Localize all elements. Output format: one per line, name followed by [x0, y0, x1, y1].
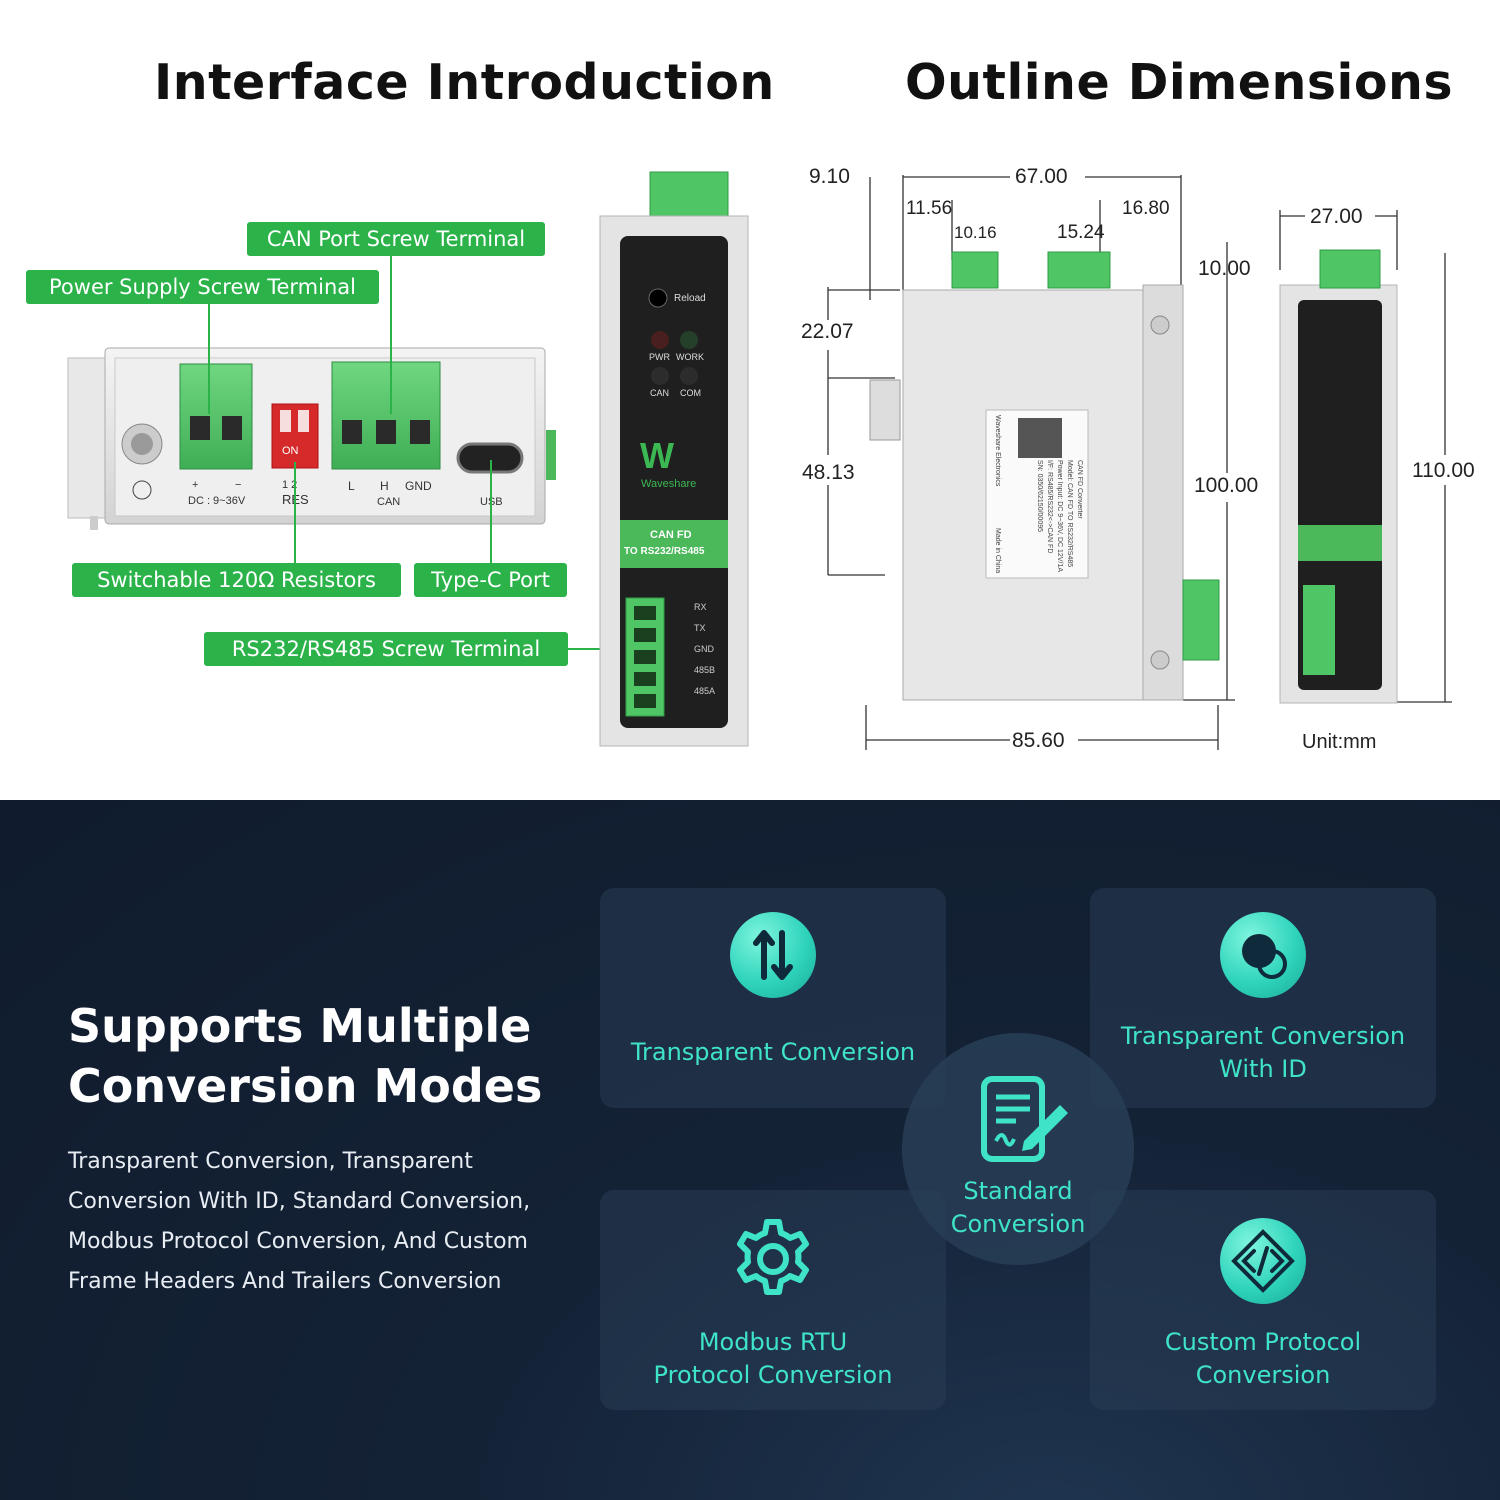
front-can-label: CAN [650, 388, 669, 398]
waveshare-logo: W [640, 435, 674, 476]
dim-27-00: 27.00 [1310, 205, 1363, 228]
interface-title: Interface Introduction [154, 54, 775, 111]
can-terminal [331, 361, 441, 470]
can-h-label: H [380, 479, 389, 493]
device-side-view: ON + − DC : 9~36V 1 2 RES L H GND CAN US… [67, 347, 556, 530]
callout-type-c: Type-C Port [414, 563, 567, 597]
mode-card-modbus: Modbus RTU Protocol Conversion [600, 1190, 946, 1410]
dim-67-00: 67.00 [1015, 165, 1068, 188]
callout-rs-terminal: RS232/RS485 Screw Terminal [204, 632, 568, 666]
dim-9-10: 9.10 [809, 165, 850, 188]
card-transparent-id-line2: With ID [1219, 1055, 1307, 1083]
svg-text:CAN FD Converter: CAN FD Converter [1076, 460, 1083, 519]
dim-10-00: 10.00 [1198, 257, 1251, 280]
can-l-label: L [348, 479, 355, 493]
front-work-label: WORK [676, 352, 704, 362]
code-icon [1220, 1218, 1306, 1304]
dim-22-07: 22.07 [801, 320, 854, 343]
callout-power-supply: Power Supply Screw Terminal [26, 270, 379, 304]
document-signature-icon [974, 1071, 1074, 1171]
mode-card-custom: Custom Protocol Conversion [1090, 1190, 1436, 1410]
front-model-line2: TO RS232/RS485 [624, 546, 705, 557]
front-485a-label: 485A [694, 686, 715, 696]
dim-48-13: 48.13 [802, 461, 855, 484]
front-reload-label: Reload [674, 293, 706, 304]
product-label-text: CAN FD Converter Model: CAN FD TO RS232/… [994, 415, 1083, 573]
card-modbus-line1: Modbus RTU [698, 1328, 848, 1356]
outline-drawing: CAN FD Converter Model: CAN FD TO RS232/… [827, 175, 1452, 750]
svg-text:Power Input: DC 9~36V, DC 12V/: Power Input: DC 9~36V, DC 12V/1A [1056, 460, 1063, 572]
front-485b-label: 485B [694, 665, 715, 675]
top-section: Interface Introduction Outline Dimension… [26, 54, 1475, 753]
dc-voltage-label: DC : 9~36V [188, 495, 246, 507]
leader-can [390, 256, 392, 414]
transparent-arrows-icon [730, 912, 816, 998]
leader-usb [490, 460, 492, 563]
dim-16-80: 16.80 [1122, 198, 1170, 219]
dim-110-00: 110.00 [1412, 459, 1475, 482]
front-tx-label: TX [694, 623, 706, 633]
res-numbers: 1 2 [282, 479, 297, 491]
card-custom-line2: Conversion [1195, 1361, 1331, 1389]
front-model-line1: CAN FD [650, 529, 692, 541]
svg-text:SN: 0350/62150/00095: SN: 0350/62150/00095 [1036, 460, 1043, 532]
card-custom-line1: Custom Protocol [1164, 1328, 1362, 1356]
dip-switch [271, 403, 319, 469]
svg-text:I/F: RS485/RS232<->CAN FD: I/F: RS485/RS232<->CAN FD [1046, 460, 1053, 553]
dc-minus: − [235, 479, 241, 491]
dc-plus: + [192, 479, 198, 491]
front-pwr-label: PWR [649, 352, 670, 362]
dim-15-24: 15.24 [1057, 222, 1105, 243]
can-label: CAN [377, 496, 400, 508]
dim-10-16: 10.16 [954, 223, 997, 242]
gear-icon [728, 1214, 818, 1304]
front-brand-label: Waveshare [641, 478, 696, 490]
leader-res [294, 462, 296, 563]
callout-resistors: Switchable 120Ω Resistors [72, 563, 401, 597]
card-modbus-line2: Protocol Conversion [653, 1361, 893, 1389]
device-front-view: Reload PWR WORK CAN COM W Waveshare CAN … [599, 171, 749, 747]
card-transparent-id-line1: Transparent Conversion [1120, 1022, 1406, 1050]
modes-title: Supports Multiple Conversion Modes [68, 996, 542, 1116]
svg-text:Waveshare Electronics: Waveshare Electronics [994, 415, 1001, 487]
dim-11-56: 11.56 [906, 198, 953, 219]
modes-description: Transparent Conversion, Transparent Conv… [68, 1149, 531, 1294]
card-standard-line1: Standard [963, 1177, 1073, 1205]
dip-on-label: ON [282, 445, 299, 457]
mode-card-transparent-id: Transparent Conversion With ID [1090, 888, 1436, 1108]
callout-can-port: CAN Port Screw Terminal [247, 222, 545, 256]
mode-card-transparent: Transparent Conversion [600, 888, 946, 1108]
mode-card-standard: Standard Conversion [902, 1033, 1134, 1265]
front-gnd-label: GND [694, 644, 715, 654]
can-gnd-label: GND [405, 479, 432, 493]
dim-100-00: 100.00 [1194, 474, 1259, 497]
overlapping-circles-icon [1220, 912, 1306, 998]
outline-title: Outline Dimensions [905, 54, 1454, 111]
modes-title-line1: Supports Multiple [68, 999, 532, 1053]
dim-85-60: 85.60 [1012, 729, 1065, 752]
front-com-label: COM [680, 388, 701, 398]
front-rx-label: RX [694, 602, 707, 612]
modes-title-line2: Conversion Modes [68, 1059, 543, 1113]
svg-text:Made in China: Made in China [994, 528, 1001, 573]
leader-power [208, 304, 210, 414]
svg-text:Model: CAN FD TO RS232/RS485: Model: CAN FD TO RS232/RS485 [1066, 460, 1073, 567]
card-standard-line2: Conversion [950, 1210, 1086, 1238]
card-transparent-label: Transparent Conversion [630, 1038, 916, 1066]
unit-label: Unit:mm [1302, 731, 1377, 753]
